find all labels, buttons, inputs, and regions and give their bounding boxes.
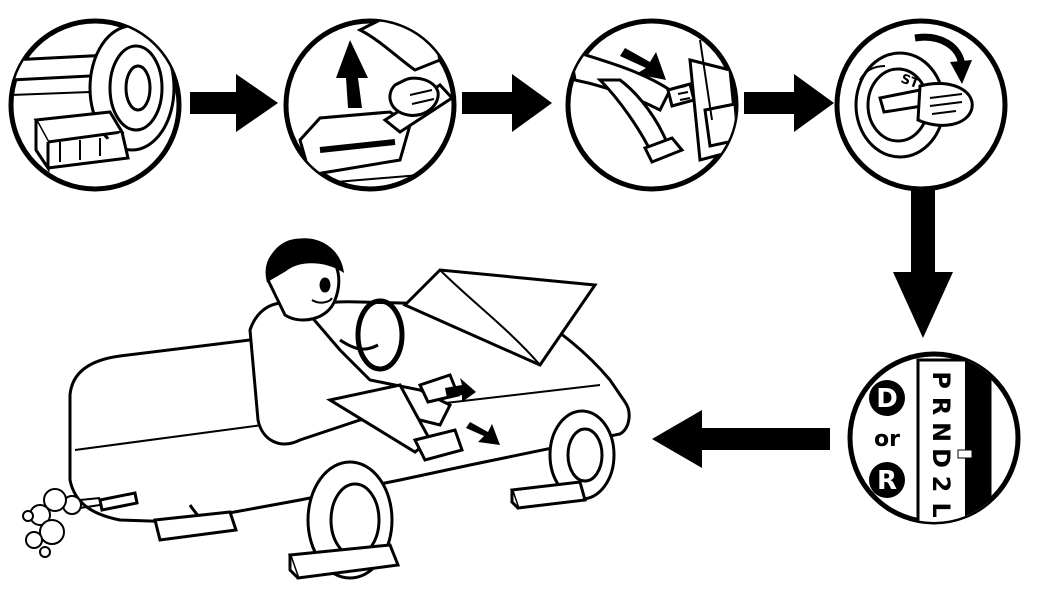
exhaust-smoke-icon	[23, 489, 100, 557]
choice-a-label: D	[876, 384, 898, 414]
gear-position-3: D	[927, 448, 955, 468]
step-depress-brake-pedal	[568, 21, 738, 189]
arrow-down	[893, 190, 953, 338]
gear-position-1: R	[927, 397, 955, 415]
choice-b-label: R	[877, 466, 897, 496]
or-label: or	[874, 427, 900, 452]
gear-position-5: L	[927, 502, 955, 517]
arrow-right-2	[462, 74, 552, 132]
gear-position-4: 2	[927, 476, 955, 493]
gear-position-2: N	[927, 422, 955, 442]
arrow-right-3	[744, 74, 834, 132]
arrow-left	[652, 410, 830, 468]
step-start-engine: ST	[837, 21, 1005, 189]
step-chock-wheels	[10, 21, 179, 189]
gear-position-0: P	[927, 371, 955, 389]
arrow-right-1	[190, 74, 278, 132]
step-apply-parking-brake	[286, 10, 454, 189]
car-test-icon	[70, 240, 629, 578]
step-check-engine-running	[23, 240, 629, 578]
